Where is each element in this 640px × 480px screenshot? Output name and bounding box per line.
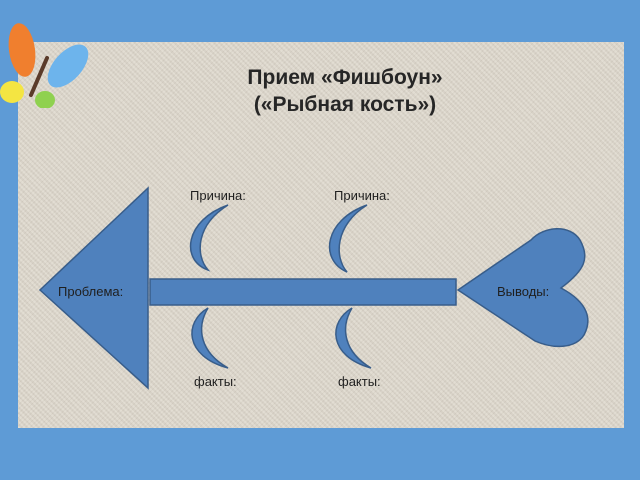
cause-label-2: Причина: [334,188,390,203]
fact-label-1: факты: [194,374,237,389]
fish-spine [149,278,457,306]
fish-head [38,186,149,390]
title-line-1: Прием «Фишбоун» [247,66,443,89]
fact-bone-2 [335,307,372,369]
head-label: Проблема: [58,284,123,299]
cause-bone-1 [189,204,229,272]
page-title: Прием «Фишбоун» («Рыбная кость») [0,64,640,118]
title-line-2: («Рыбная кость») [253,93,437,116]
tail-label: Выводы: [497,284,549,299]
fish-tail [456,228,589,348]
cause-bone-2 [328,204,368,273]
butterfly-logo-icon [0,23,89,108]
fact-label-2: факты: [338,374,381,389]
fact-bone-1 [191,307,229,369]
cause-label-1: Причина: [190,188,246,203]
